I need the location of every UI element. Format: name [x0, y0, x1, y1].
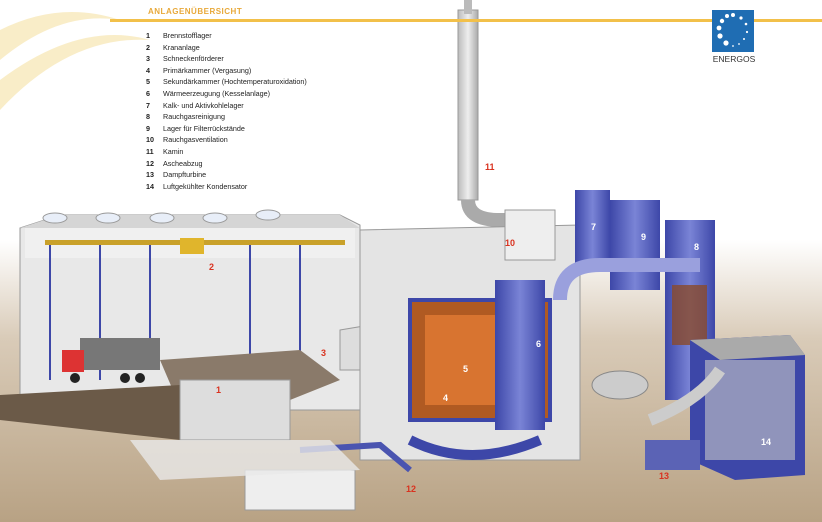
marker-5: 5	[463, 364, 469, 374]
flue-fan-housing	[504, 209, 556, 261]
ash-container	[244, 469, 356, 511]
decorative-swoosh	[0, 12, 150, 110]
marker-14: 14	[761, 437, 772, 447]
marker-13: 13	[659, 471, 670, 481]
marker-12: 12	[406, 484, 417, 494]
marker-6: 6	[536, 339, 542, 349]
lime-silo	[575, 190, 610, 270]
logo-dots-icon	[716, 13, 749, 47]
truck-bed	[80, 338, 160, 370]
crane	[180, 238, 204, 254]
chimney	[457, 9, 479, 201]
header-rule	[110, 19, 822, 22]
tank	[591, 370, 649, 400]
page-title: ANLAGENÜBERSICHT	[148, 7, 243, 16]
steam-turbine	[645, 440, 700, 470]
truck-cab	[62, 350, 84, 372]
marker-11: 11	[485, 162, 495, 172]
marker-9: 9	[641, 232, 647, 242]
marker-10: 10	[505, 238, 516, 248]
marker-4: 4	[443, 393, 449, 403]
marker-2: 2	[209, 262, 215, 272]
boiler	[495, 280, 545, 430]
marker-7: 7	[591, 222, 597, 232]
marker-8: 8	[694, 242, 700, 252]
marker-3: 3	[321, 348, 327, 358]
residue-silo	[610, 200, 660, 290]
marker-1: 1	[216, 385, 222, 395]
logo-text: ENERGOS	[712, 54, 756, 64]
energos-logo	[712, 10, 754, 52]
